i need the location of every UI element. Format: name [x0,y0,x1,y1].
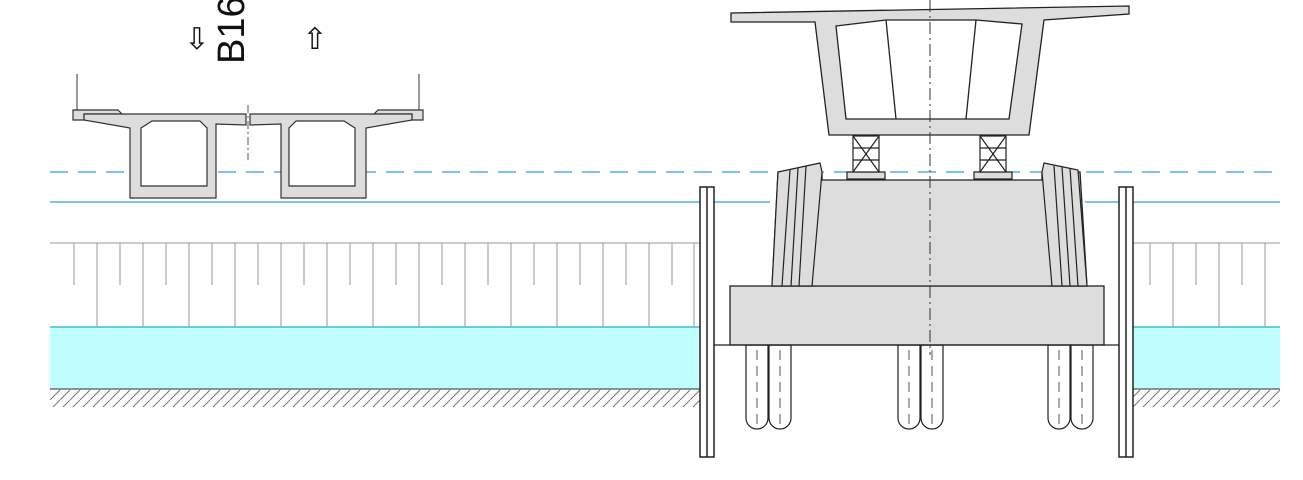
water-body-left [50,327,700,389]
down-arrow-icon: ⇩ [184,22,210,57]
direction-arrow-down: ⇩ [184,20,210,60]
riverbed-hatch-left [50,389,700,407]
twin-box-girder-bridge [72,74,424,199]
pile-dashed-centerlines [756,350,1083,425]
bearings [846,135,1013,180]
riverbed-hatch-right [1133,389,1280,407]
ground-stub-lines-right [1149,243,1266,327]
road-label-b16: B16 [211,0,253,64]
sheet-pile-left [699,186,715,458]
water-body-right [1133,327,1280,389]
foundation-piles [745,344,1094,430]
direction-arrow-up: ⇧ [302,20,328,60]
up-arrow-icon: ⇧ [302,22,328,57]
pier-fender-left [771,162,823,287]
sheet-pile-right [1118,186,1134,458]
pile-cap [729,285,1105,346]
pier-fender-right [1041,162,1088,287]
ground-stub-lines-left [73,243,695,327]
